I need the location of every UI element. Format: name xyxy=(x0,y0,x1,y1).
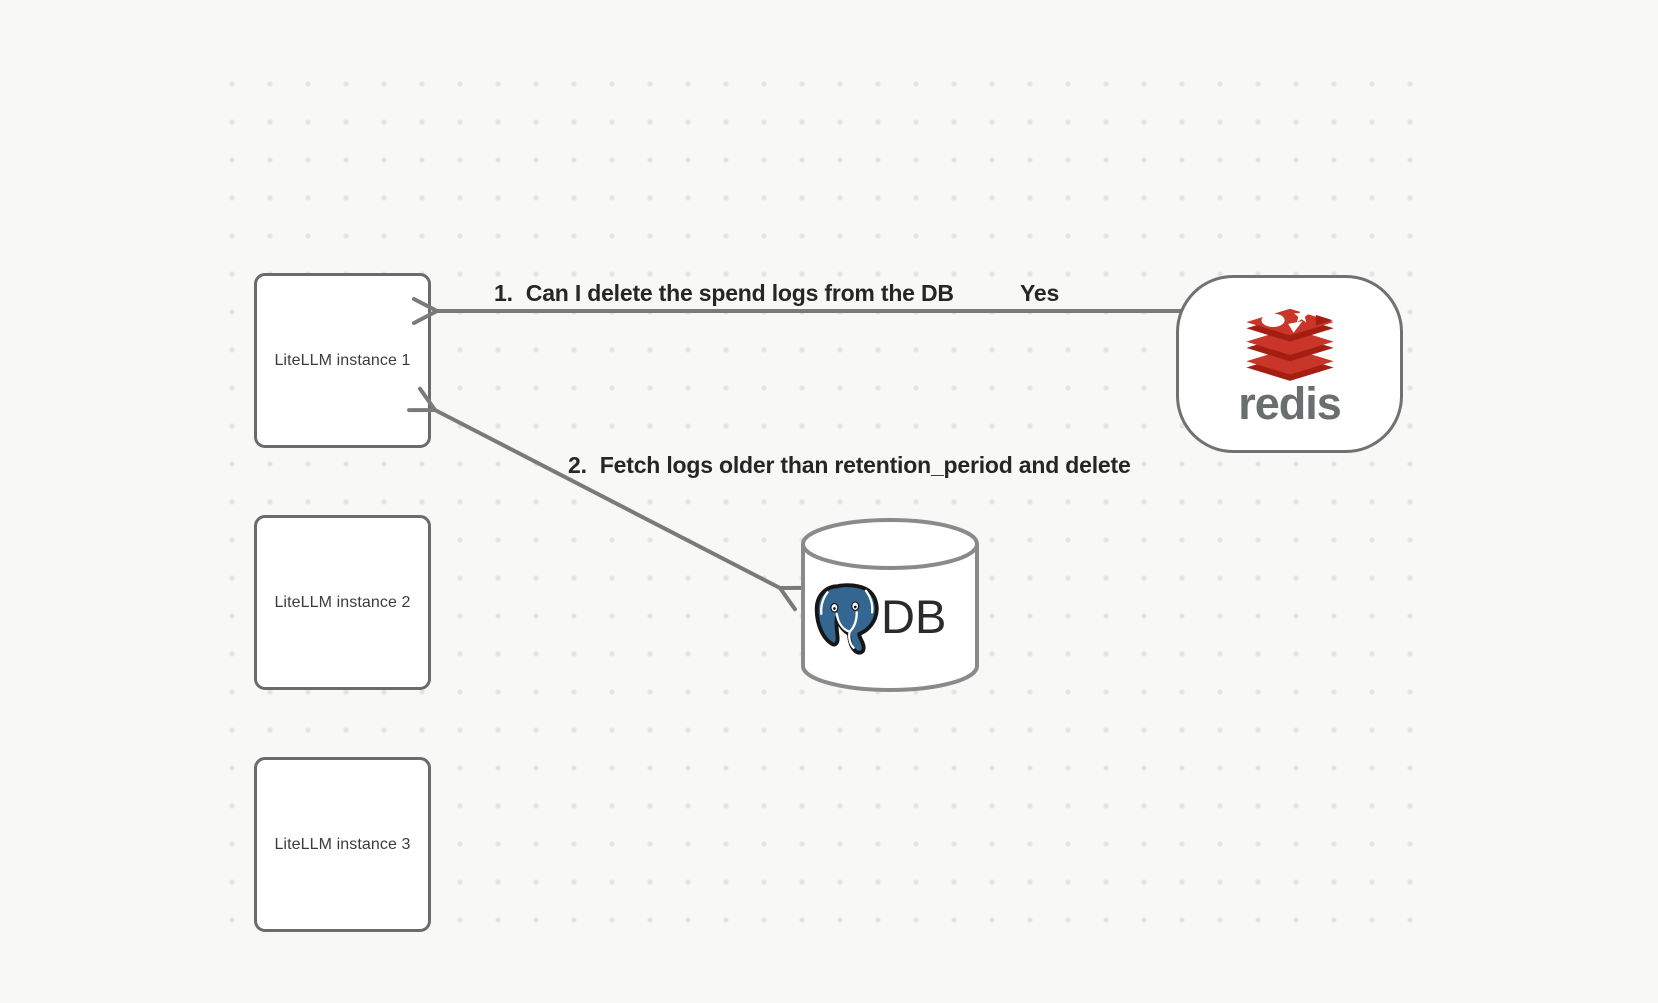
redis-wordmark: redis xyxy=(1238,377,1342,429)
redis-node[interactable]: redis xyxy=(1176,275,1403,453)
litellm-instance-1-node[interactable]: LiteLLM instance 1 xyxy=(254,273,431,448)
db-label: DB xyxy=(881,590,947,643)
litellm-instance-1-label: LiteLLM instance 1 xyxy=(274,351,411,369)
edge1-label: 1. Can I delete the spend logs from the D… xyxy=(494,279,954,307)
litellm-instance-2-label: LiteLLM instance 2 xyxy=(274,593,411,611)
edge1-number: 1. xyxy=(494,280,513,306)
redis-logo-icon xyxy=(1245,307,1334,381)
edge1-response-text: Yes xyxy=(1020,280,1060,306)
edge1-text: Can I delete the spend logs from the DB xyxy=(525,280,954,306)
edge2-text: Fetch logs older than retention_period a… xyxy=(599,452,1131,478)
litellm-instance-3-label: LiteLLM instance 3 xyxy=(274,835,411,853)
edge2-number: 2. xyxy=(568,452,587,478)
litellm-instance-3-node[interactable]: LiteLLM instance 3 xyxy=(254,757,431,932)
edge2-label: 2. Fetch logs older than retention_period… xyxy=(568,451,1131,479)
edge1-response-label: Yes xyxy=(1020,279,1059,307)
litellm-instance-2-node[interactable]: LiteLLM instance 2 xyxy=(254,515,431,690)
db-cylinder-node[interactable] xyxy=(795,512,985,696)
postgres-elephant-icon xyxy=(814,583,879,655)
